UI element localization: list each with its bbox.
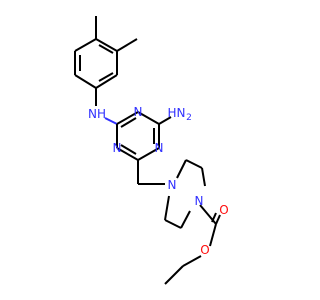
bond-ring-a4: [95, 38, 118, 52]
triazine-ring: [116, 111, 160, 161]
bond-carbonyl-ester: [209, 223, 217, 247]
bond-tri-5: [116, 147, 139, 161]
bond-methyl-2: [116, 38, 138, 52]
bond-triazine-nh2: [158, 116, 172, 125]
bond-tri-double-1: [120, 117, 137, 128]
amino-subscript-label: 2: [186, 113, 192, 123]
bond-pip-2: [185, 159, 203, 169]
bond-ring-a1: [74, 74, 97, 89]
amino-n-label: N: [177, 106, 186, 120]
bond-ethyl-terminal: [164, 265, 184, 285]
bond-tri-double-3: [120, 144, 137, 155]
bond-pip-5: [164, 219, 182, 229]
bond-carbonyl-double-b: [211, 212, 217, 223]
triazine-n5-label: N: [155, 141, 164, 155]
bond-pip-1: [176, 159, 187, 179]
bond-tri-2: [137, 111, 160, 125]
piperazine-n4-label: N: [195, 194, 204, 208]
piperazine-ring: [164, 159, 206, 229]
bond-nh-triazine: [104, 117, 118, 125]
triazine-n3-label: N: [113, 141, 122, 155]
bond-pip-4: [180, 210, 191, 229]
bond-ring-a3: [74, 38, 97, 52]
amino-h-label: H: [167, 106, 176, 120]
dimethylphenyl-ring: [74, 16, 138, 89]
bond-pip-3: [201, 167, 206, 187]
bond-carbonyl-double-a: [215, 214, 221, 225]
triazine-n1-label: N: [134, 105, 143, 119]
bond-ester-ethyl: [182, 255, 202, 267]
bond-tri-1: [116, 111, 139, 125]
ester-o-label: O: [200, 243, 209, 257]
bond-tri-4: [137, 147, 160, 161]
amino-group-label: H N 2: [167, 106, 191, 123]
bond-ring-a3-double: [98, 44, 114, 54]
carbonyl-o-label: O: [219, 203, 228, 217]
bond-pip-6: [164, 195, 170, 221]
anilino-nh-label: NH: [88, 107, 106, 121]
bond-ring-a5-double: [98, 72, 114, 82]
piperazine-n1-label: N: [168, 178, 177, 192]
bond-ring-a6: [95, 74, 118, 89]
molecule-structure-diagram: NH H N 2 N N N N N O O: [74, 16, 229, 285]
